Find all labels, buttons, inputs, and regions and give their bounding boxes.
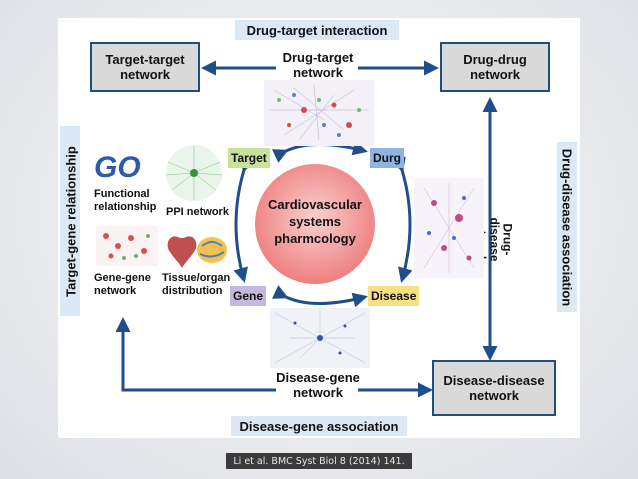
node-disease: Disease xyxy=(368,286,420,306)
label-drug-target-network: Drug-target network xyxy=(282,50,354,80)
band-target-gene-relationship: Target-gene relationship xyxy=(63,146,79,297)
label-tissue-organ-distribution: Tissue/organ distribution xyxy=(162,272,231,297)
band-drug-disease-association: Drug-disease association xyxy=(559,148,575,307)
gene-gene-network-image xyxy=(96,226,158,266)
citation-caption: Li et al. BMC Syst Biol 8 (2014) 141. xyxy=(226,453,412,469)
band-disease-gene-association: Disease-gene association xyxy=(231,416,407,436)
node-target: Target xyxy=(228,148,270,168)
box-target-target-network: Target-target network xyxy=(90,42,200,92)
drug-disease-network-image xyxy=(414,178,484,278)
label-gene-gene-network: Gene-gene network xyxy=(94,272,151,297)
label-disease-gene-network: Disease-gene network xyxy=(276,370,360,400)
band-drug-target-interaction: Drug-target interaction xyxy=(235,20,399,40)
node-drug: Durg xyxy=(370,148,404,168)
drug-target-network-image xyxy=(264,80,374,146)
band-drug-disease-bg xyxy=(557,142,577,312)
label-functional-relationship: Functional relationship xyxy=(94,188,157,213)
center-label: Cardiovascular systems pharmcology xyxy=(268,197,362,246)
disease-gene-network-image xyxy=(270,308,370,368)
node-gene: Gene xyxy=(230,286,267,306)
tissue-organ-image xyxy=(167,236,227,268)
box-drug-drug-network: Drug-drug network xyxy=(440,42,550,92)
band-target-gene-bg xyxy=(60,126,80,316)
center-circle xyxy=(255,164,375,284)
ppi-network-image xyxy=(165,145,223,201)
connector-arrows xyxy=(115,60,498,398)
label-ppi-network: PPI network xyxy=(166,206,229,218)
go-logo: GO xyxy=(94,151,141,184)
figure-panel: Drug-target interaction Disease-gene ass… xyxy=(58,18,580,438)
box-disease-disease-network: Disease-disease network xyxy=(432,360,556,416)
